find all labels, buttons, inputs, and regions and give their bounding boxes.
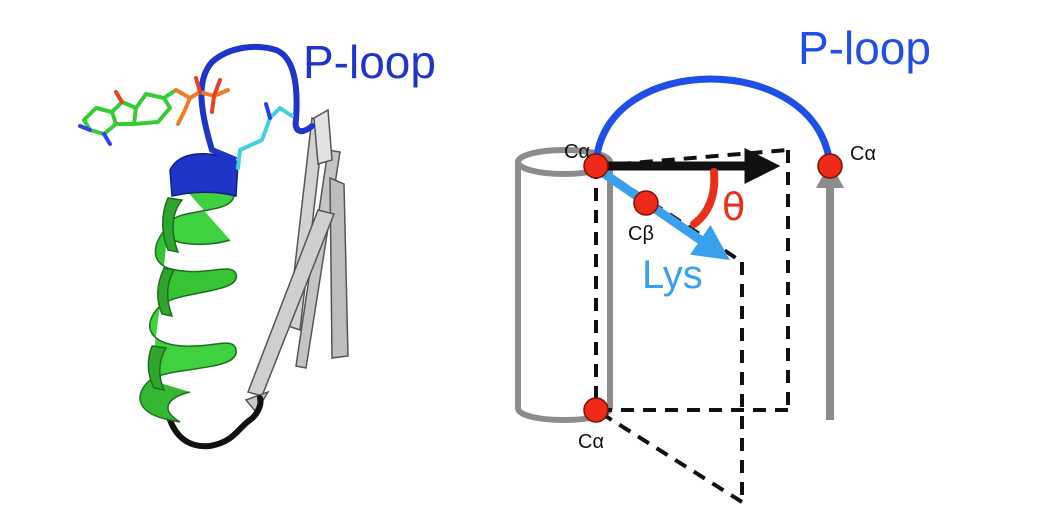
- ca-atom-bottom: [583, 397, 609, 423]
- left-ploop-label: P-loop: [303, 36, 436, 88]
- beta-strand-top: [313, 108, 333, 165]
- alpha-helix: [139, 167, 237, 423]
- atoms: [583, 153, 843, 423]
- strand-arrow: [816, 162, 844, 420]
- beta-strand-4: [247, 209, 336, 397]
- beta-strand-3: [329, 176, 349, 359]
- cb-label: Cβ: [628, 223, 654, 245]
- ca-atom-right: [817, 153, 843, 179]
- ploop-ribbon: [169, 43, 315, 197]
- coil-loop: [167, 395, 264, 450]
- protein-cartoon: P-loop: [78, 36, 436, 450]
- ca-label-top: Cα: [564, 141, 590, 163]
- ploop-arc: [592, 75, 834, 170]
- geometry-schematic: P-loop Cα Cα Cβ Cα Lys θ: [515, 22, 931, 504]
- theta-label: θ: [722, 185, 745, 229]
- right-ploop-label: P-loop: [798, 22, 931, 74]
- dashed-frame: [594, 148, 790, 504]
- theta-angle-arc: [690, 168, 719, 228]
- beta-strand-2: [295, 149, 341, 369]
- ca-atom-top: [583, 153, 609, 179]
- lysine-sidechain: [236, 102, 294, 170]
- ca-label-bottom: Cα: [578, 431, 604, 453]
- lys-label: Lys: [642, 253, 703, 297]
- beta-strands: [244, 108, 349, 414]
- ligand-molecule: [78, 76, 230, 146]
- lys-vector-arrow: [593, 164, 730, 261]
- ca-label-right: Cα: [850, 143, 876, 165]
- cb-atom: [633, 190, 659, 216]
